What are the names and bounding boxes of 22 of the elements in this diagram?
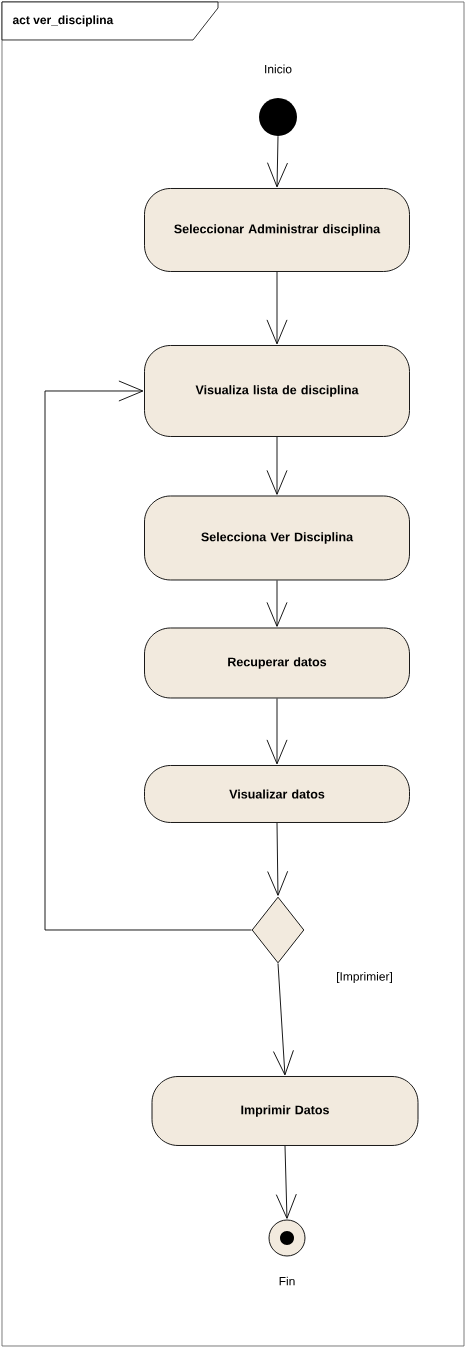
- node-label: Fin: [279, 1276, 295, 1286]
- arrow: [266, 698, 288, 765]
- arrow: [266, 580, 288, 627]
- arrow: [275, 1145, 297, 1219]
- arrow: [266, 436, 288, 495]
- node-label: Inicio: [265, 64, 292, 74]
- start-node: [259, 98, 297, 136]
- arrow: [266, 271, 288, 345]
- arrow: [267, 822, 289, 896]
- action-box: Seleccionar Administrar disciplina: [144, 188, 410, 272]
- arrow: [44, 380, 252, 931]
- action-box: Selecciona Ver Disciplina: [144, 495, 410, 581]
- action-box: Visualizar datos: [144, 765, 410, 823]
- arrow: [267, 135, 288, 188]
- action-box: Recuperar datos: [144, 627, 410, 699]
- decision-diamond: [251, 896, 305, 964]
- frame-tab: act ver_disciplina: [1, 1, 219, 41]
- guard-label: [Imprimier]: [335, 970, 394, 985]
- action-box: Visualiza lista de disciplina: [144, 345, 410, 437]
- action-box: Imprimir Datos: [151, 1076, 419, 1146]
- arrow: [273, 963, 294, 1076]
- end-node: [268, 1219, 306, 1257]
